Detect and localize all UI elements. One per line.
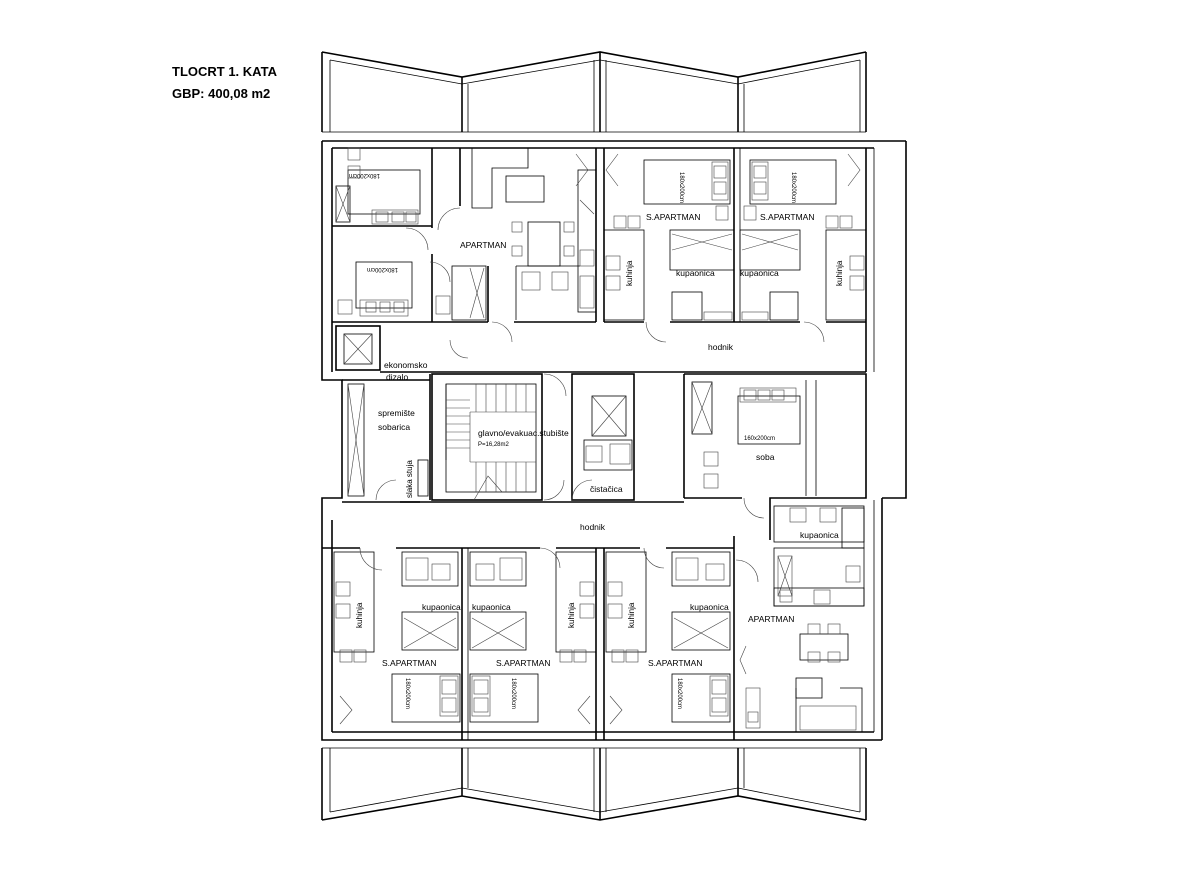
bed-size-label: 160x200cm bbox=[744, 436, 775, 442]
top-corridor: hodnik bbox=[380, 322, 867, 373]
bed-size-label: 180x200cm bbox=[676, 678, 682, 709]
label-hodnik: hodnik bbox=[708, 342, 734, 352]
label-cistacica: čistačica bbox=[590, 484, 623, 494]
room-soba: soba 160x200cm bbox=[683, 373, 867, 519]
label-s-apartman: S.APARTMAN bbox=[382, 658, 436, 668]
label-kupaonica-right: kupaonica bbox=[800, 530, 839, 540]
label-dizalo: dizalo bbox=[386, 372, 408, 382]
label-ekonomsko: ekonomsko bbox=[384, 360, 428, 370]
label-spremiste: spremište bbox=[378, 408, 415, 418]
bottom-right-apartman: kupaonica APARTMAN bbox=[733, 505, 865, 740]
label-kupaonica: kupaonica bbox=[690, 602, 729, 612]
bottom-balcony bbox=[321, 747, 867, 821]
plan-title: TLOCRT 1. KATA bbox=[172, 64, 277, 79]
label-hodnik-mid: hodnik bbox=[580, 522, 606, 532]
top-studio-apartments: S.APARTMAN S.APARTMAN kuhinja kuhinja ku… bbox=[575, 148, 867, 343]
label-apartman-top: APARTMAN bbox=[460, 240, 506, 250]
gross-area: GBP: 400,08 m2 bbox=[172, 86, 271, 101]
middle-corridor: hodnik bbox=[322, 501, 734, 549]
label-stubiste-area: P=16,28m2 bbox=[478, 442, 510, 448]
label-slaka-stuja: slaka stuja bbox=[405, 460, 414, 498]
bottom-studio-apartments: kuhinja kupaonica S.APARTMAN 180x200cm k… bbox=[333, 547, 747, 740]
label-kuhinja: kuhinja bbox=[355, 602, 364, 628]
bed-size-label: 180x200cm bbox=[367, 266, 398, 272]
label-kupaonica: kupaonica bbox=[740, 268, 779, 278]
elevator-cleaner: čistačica bbox=[571, 373, 635, 501]
bed-size-label: 180x200cm bbox=[678, 172, 684, 203]
label-kupaonica: kupaonica bbox=[422, 602, 461, 612]
staircase: glavno/evakuac.stubište P=16,28m2 bbox=[431, 373, 569, 501]
label-kuhinja: kuhinja bbox=[625, 260, 634, 286]
label-kuhinja: kuhinja bbox=[567, 602, 576, 628]
bed-size-label: 180x200cm bbox=[510, 678, 516, 709]
bed-size-label: 180x200cm bbox=[790, 172, 796, 203]
bed-size-label: 180x200cm bbox=[404, 678, 410, 709]
label-s-apartman: S.APARTMAN bbox=[760, 212, 814, 222]
label-kuhinja: kuhinja bbox=[835, 260, 844, 286]
label-kupaonica: kupaonica bbox=[676, 268, 715, 278]
label-s-apartman: S.APARTMAN bbox=[496, 658, 550, 668]
top-balcony bbox=[321, 51, 867, 133]
top-apartman: APARTMAN 180x200cm 180x200cm bbox=[332, 147, 597, 359]
label-stubiste: glavno/evakuac.stubište bbox=[478, 428, 569, 438]
label-sobarica: sobarica bbox=[378, 422, 410, 432]
label-kupaonica: kupaonica bbox=[472, 602, 511, 612]
outer-walls bbox=[321, 140, 907, 741]
label-s-apartman: S.APARTMAN bbox=[646, 212, 700, 222]
label-apartman-bottom: APARTMAN bbox=[748, 614, 794, 624]
bed-size-label: 180x200cm bbox=[349, 172, 380, 178]
label-kuhinja: kuhinja bbox=[627, 602, 636, 628]
label-s-apartman: S.APARTMAN bbox=[648, 658, 702, 668]
service-core: ekonomsko dizalo spremište sobarica slak… bbox=[335, 325, 431, 501]
label-soba: soba bbox=[756, 452, 775, 462]
